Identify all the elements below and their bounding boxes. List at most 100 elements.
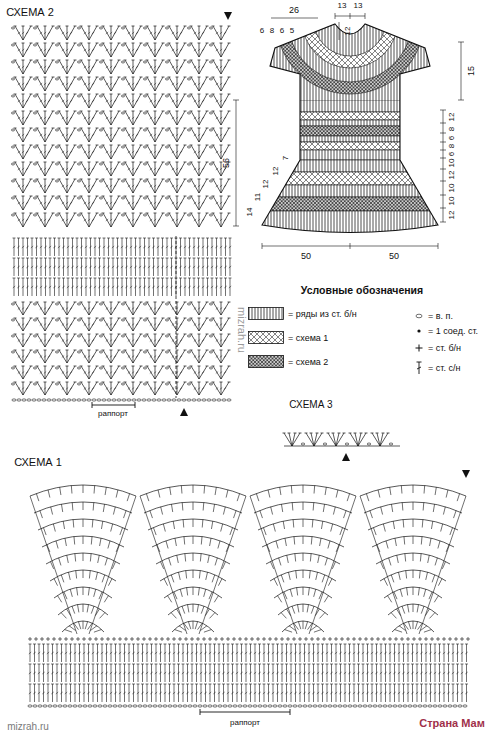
chart-stroke (118, 128, 121, 129)
chart-stroke (13, 258, 16, 259)
chart-stroke (177, 145, 185, 159)
chart-stroke (99, 112, 102, 114)
chart-stroke (199, 318, 200, 331)
chart-stroke (213, 179, 221, 193)
chart-stroke (199, 196, 200, 210)
chart-stroke (224, 238, 227, 239)
chart-stroke (77, 278, 78, 296)
chart-stroke (124, 94, 127, 95)
chart-stroke (209, 129, 212, 131)
chart-stroke (88, 43, 91, 44)
chart-stroke (212, 94, 215, 95)
chart-stroke (176, 83, 178, 85)
chart-stroke (77, 197, 80, 199)
chart-stroke (81, 350, 89, 363)
chart-stroke (95, 278, 96, 296)
chart-stroke (125, 43, 133, 57)
chart-stroke (66, 94, 69, 95)
chart-stroke (14, 350, 17, 351)
chart-stroke (121, 61, 124, 63)
chart-stroke (81, 111, 89, 125)
chart-stroke (150, 324, 152, 326)
chart-stroke (133, 77, 134, 91)
chart-stroke (53, 278, 56, 279)
chart-stroke (44, 134, 46, 136)
chart-stroke (176, 185, 178, 187)
chart-stroke (14, 196, 17, 197)
chart-stroke (177, 60, 178, 74)
chart-stroke (80, 60, 83, 61)
chart-stroke (45, 318, 46, 331)
chart-stroke (168, 60, 171, 61)
chart-stroke (77, 303, 80, 305)
chart-stroke (70, 151, 72, 153)
chart-stroke (206, 60, 209, 61)
chart-stroke (112, 278, 115, 279)
chart-stroke (179, 286, 181, 288)
chart-stroke (88, 83, 90, 85)
chart-stroke (30, 94, 33, 95)
chart-stroke (132, 318, 135, 319)
chart-stroke (199, 43, 207, 57)
chart-stroke (45, 26, 46, 40)
chart-stroke (84, 151, 86, 153)
chart-stroke (40, 185, 42, 187)
chart-stroke (23, 111, 31, 125)
chart-stroke (176, 66, 178, 68)
chart-stroke (26, 308, 28, 310)
chart-stroke (162, 278, 163, 296)
chart-stroke (45, 302, 53, 315)
chart-stroke (225, 258, 226, 276)
chart-stroke (136, 134, 138, 136)
chart-stroke (23, 238, 24, 256)
chart-stroke (220, 43, 223, 44)
chart-stroke (199, 145, 207, 159)
chart-stroke (125, 266, 127, 268)
chart-stroke (206, 94, 209, 95)
chart-stroke (67, 43, 68, 57)
chart-stroke (128, 151, 130, 153)
chart-stroke (199, 196, 207, 210)
chart-stroke (168, 111, 171, 112)
chart-stroke (143, 180, 146, 182)
chart-stroke (121, 27, 124, 29)
chart-stroke (23, 43, 31, 57)
chart-stroke (111, 128, 119, 142)
chart-stroke (58, 162, 61, 163)
chart-stroke (176, 179, 179, 180)
chart-stroke (89, 278, 92, 279)
chart-stroke (166, 278, 169, 279)
chart-stroke (165, 112, 168, 114)
chart-stroke (52, 43, 55, 44)
chart-stroke (67, 145, 75, 159)
chart-stroke (216, 100, 218, 102)
chart-stroke (40, 324, 42, 326)
chart-stroke (98, 266, 100, 268)
chart-stroke (180, 32, 182, 34)
chart-stroke (18, 100, 20, 102)
chart-stroke (211, 278, 214, 279)
chart-stroke (116, 266, 118, 268)
chart-stroke (198, 26, 201, 27)
chart-stroke (199, 162, 200, 176)
chart-stroke (111, 318, 119, 331)
chart-stroke (66, 356, 68, 358)
chart-stroke (193, 246, 195, 248)
chart-stroke (104, 278, 105, 296)
chart-stroke (89, 94, 97, 108)
chart-stroke (102, 60, 105, 61)
chart-stroke (199, 179, 200, 193)
chart-stroke (102, 350, 105, 351)
chart-stroke (132, 350, 135, 351)
chart-stroke (187, 319, 190, 321)
chart-stroke (168, 26, 171, 27)
chart-stroke (63, 258, 64, 276)
chart-stroke (154, 117, 156, 119)
chart-stroke (14, 162, 17, 163)
chart-stroke (102, 318, 105, 319)
chart-stroke (211, 286, 213, 288)
chart-stroke (228, 196, 231, 197)
chart-stroke (172, 202, 174, 204)
chart-stroke (191, 77, 199, 91)
chart-stroke (221, 318, 229, 331)
